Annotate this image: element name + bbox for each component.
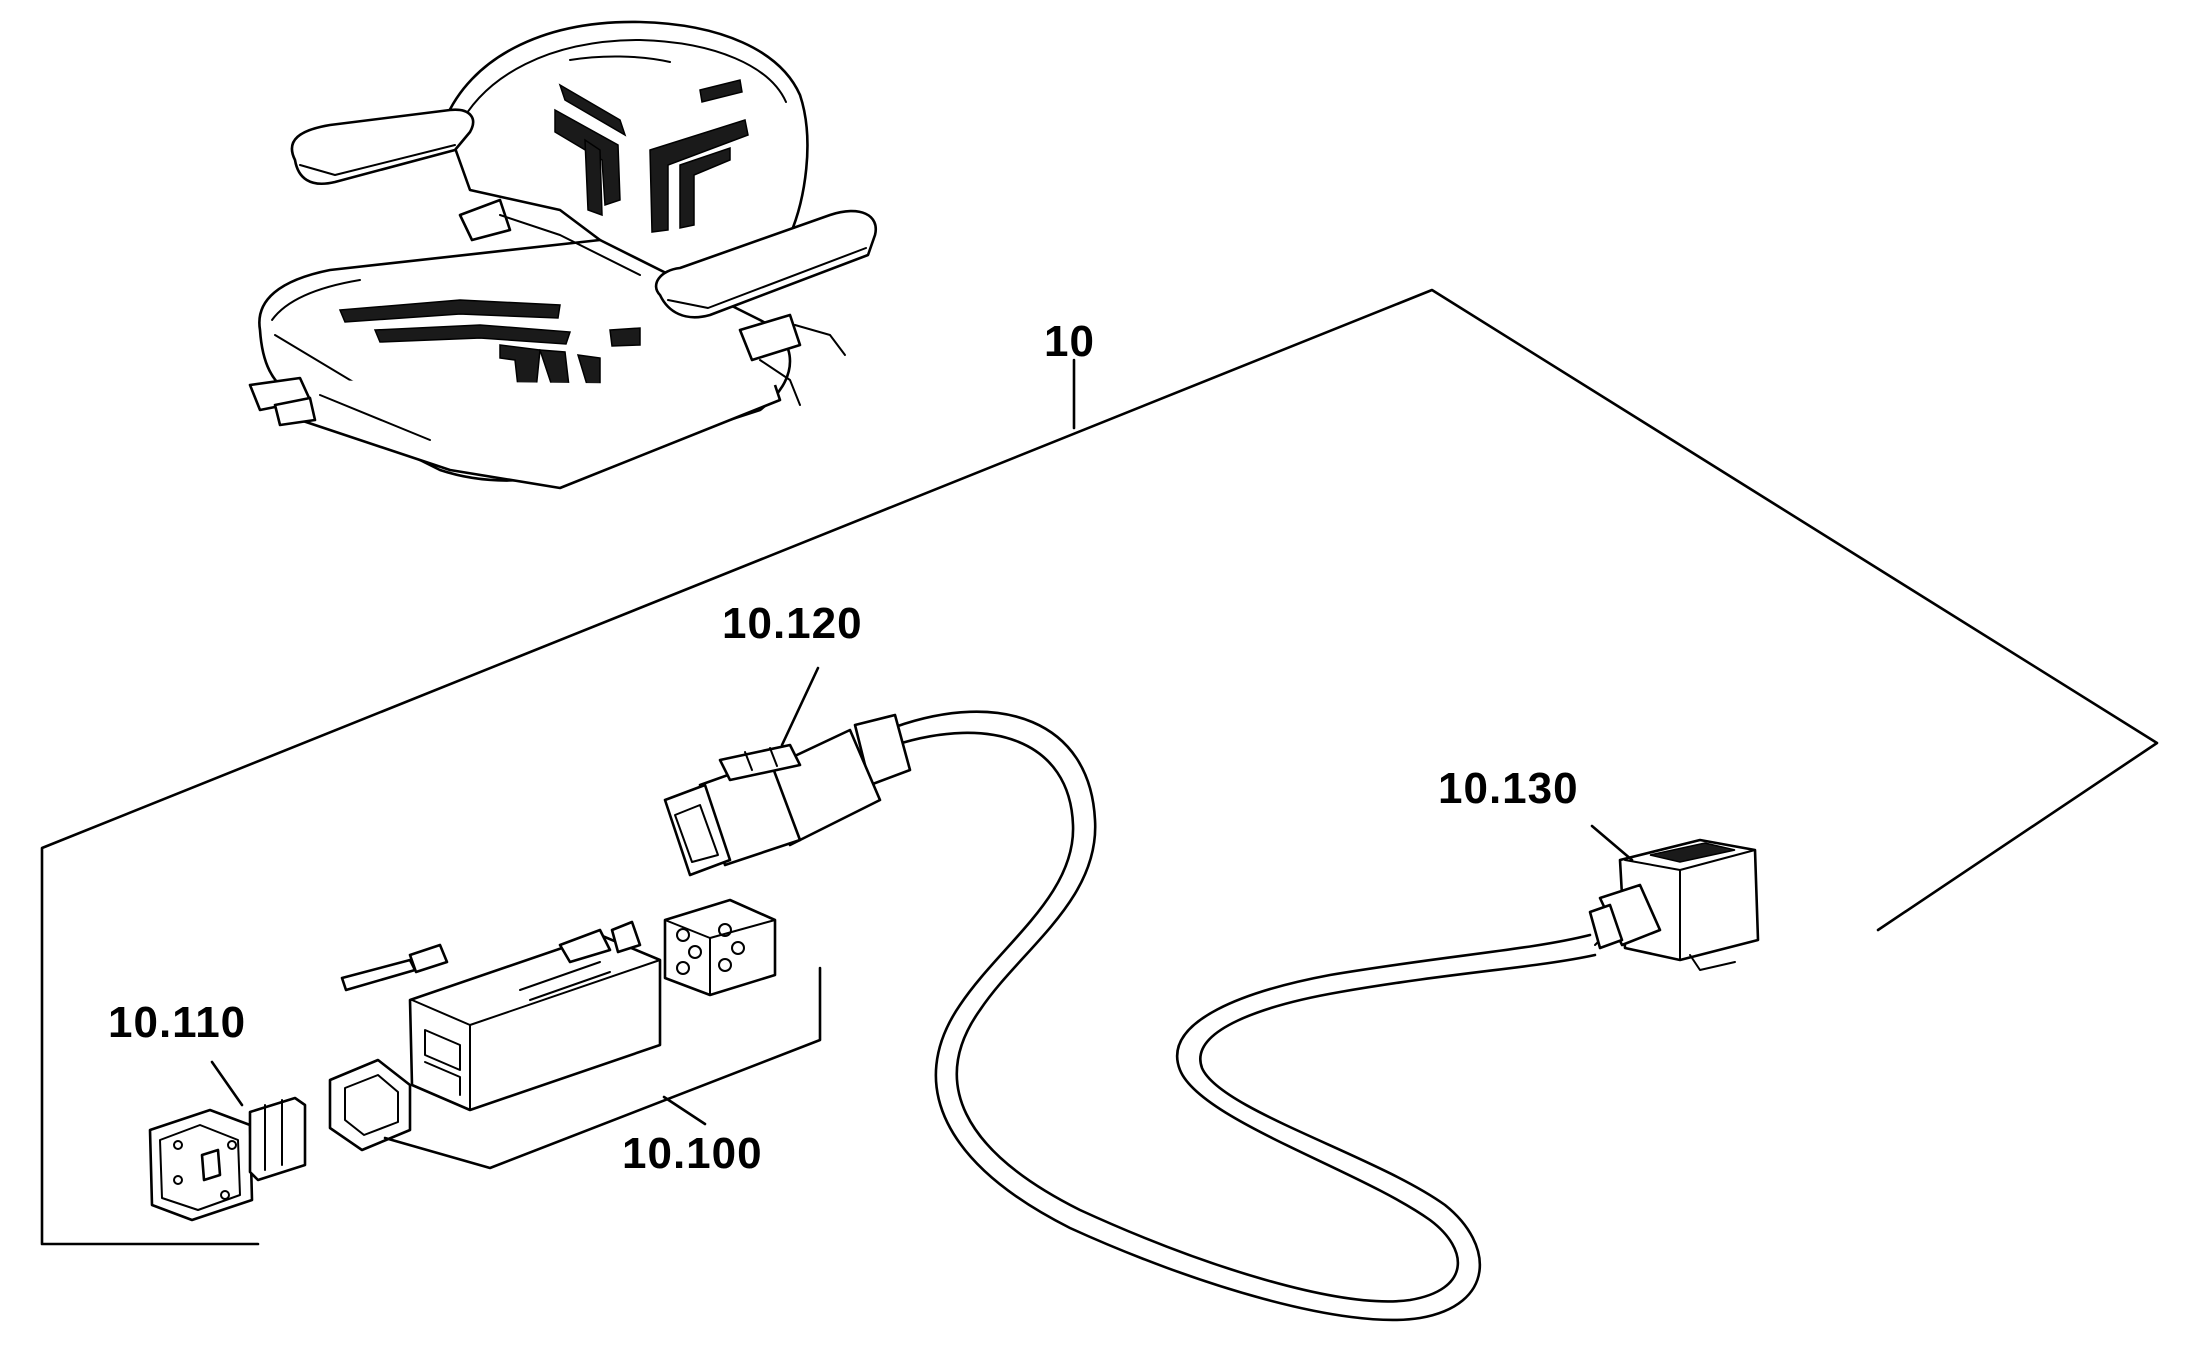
label-connector-10-100: 10.100 <box>622 1129 763 1178</box>
connector-10-100 <box>328 898 777 1152</box>
seat-illustration <box>248 20 878 490</box>
assembly-bracket-lines <box>40 288 2159 1246</box>
connector-10-130 <box>1588 838 1760 971</box>
label-connector-10-110: 10.110 <box>108 998 246 1047</box>
label-connector-10-130: 10.130 <box>1438 764 1579 813</box>
label-connector-10-120: 10.120 <box>722 599 863 648</box>
label-assembly-10: 10 <box>1044 317 1095 366</box>
connector-10-100-bracket <box>383 966 822 1170</box>
connector-10-120 <box>663 713 912 877</box>
connector-10-110 <box>148 1096 307 1222</box>
